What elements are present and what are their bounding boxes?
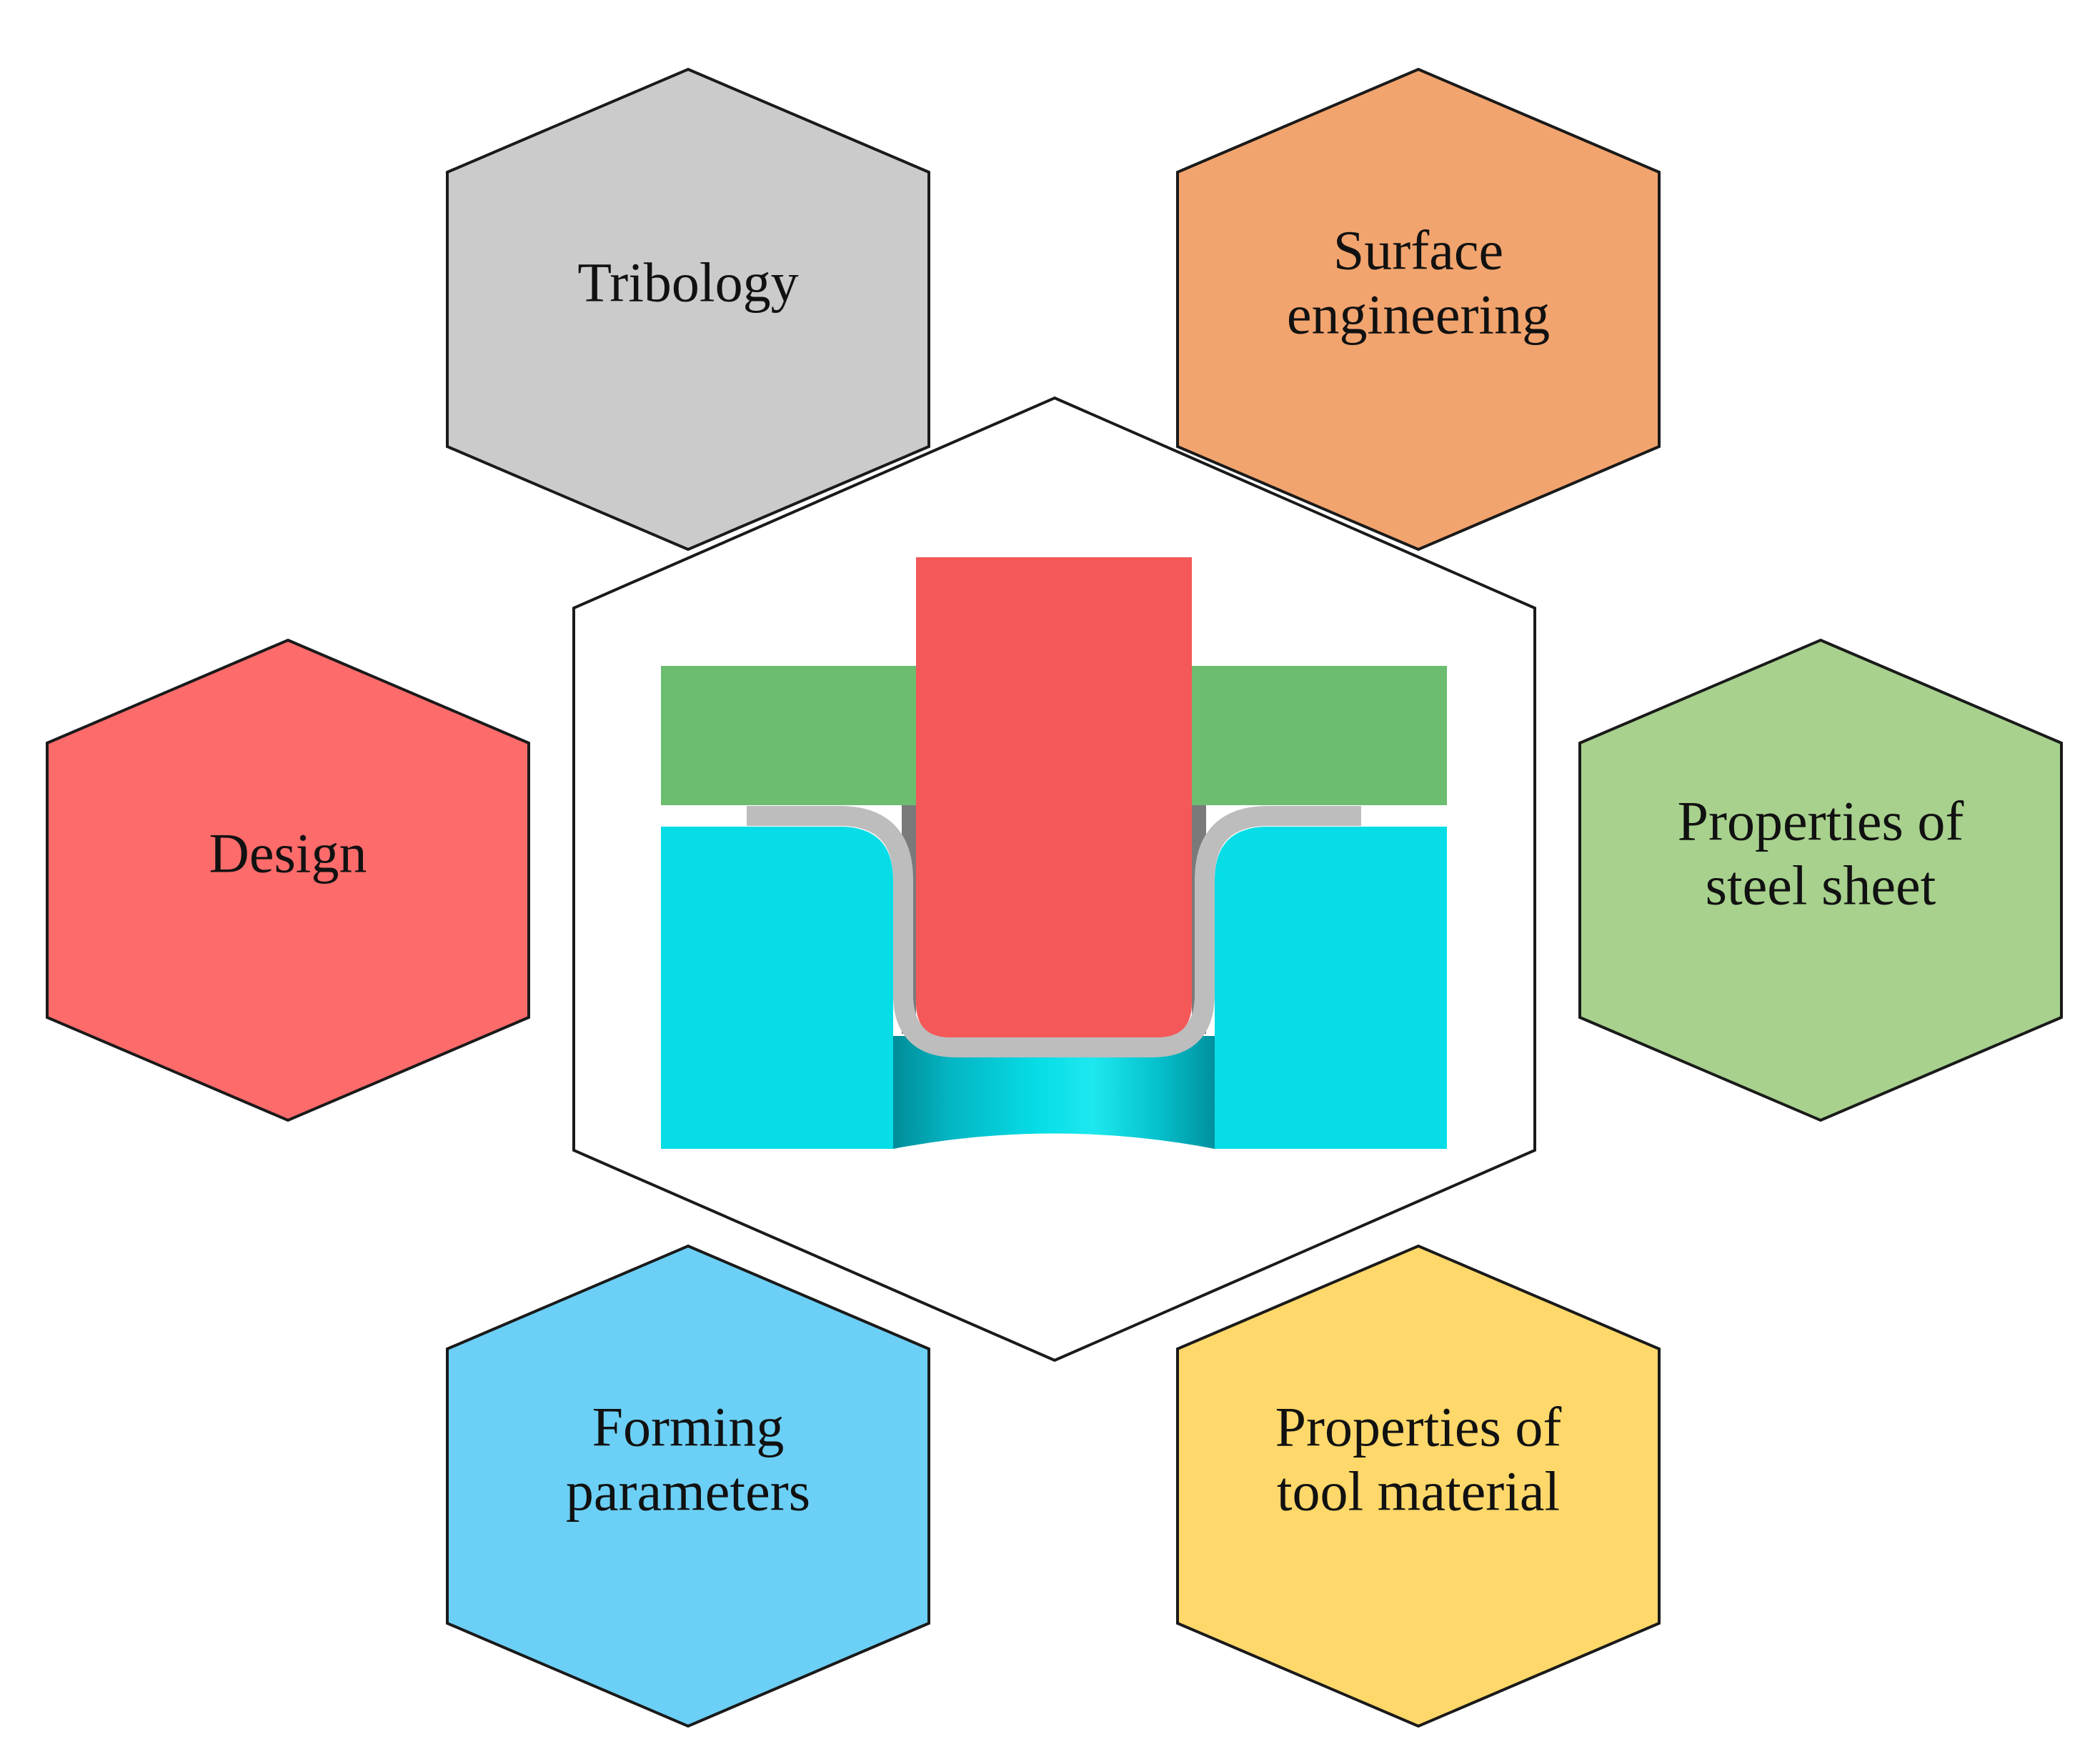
properties-of-tool-material-label-line-1: Properties of [1275,1396,1562,1458]
die-bore [893,1036,1215,1149]
properties-of-steel-sheet-label-line-2: steel sheet [1706,854,1936,917]
die-left [661,827,893,1149]
deep-drawing-illustration [661,557,1447,1149]
die-right [1215,827,1447,1149]
punch [916,557,1192,1037]
properties-of-steel-sheet-hex [1578,638,2063,1122]
properties-of-tool-material-hex [1176,1244,1661,1728]
factor-tribology: Tribology [446,67,930,552]
factor-hexagons: TribologySurfaceengineeringDesignPropert… [46,67,2063,1728]
forming-parameters-label-line-1: Forming [592,1396,785,1458]
design-label-line-1: Design [209,822,367,885]
surface-engineering-label-line-1: Surface [1333,219,1503,281]
tribology-label-line-1: Tribology [577,251,798,314]
properties-of-steel-sheet-label-line-1: Properties of [1678,790,1964,852]
surface-engineering-hex [1176,67,1661,552]
factor-design: Design [46,638,530,1122]
tribology-hex [446,67,930,552]
properties-of-tool-material-label-line-2: tool material [1277,1460,1560,1523]
forming-parameters-hex [446,1244,930,1728]
steel-sheet [747,806,1361,1057]
forming-parameters-label-line-2: parameters [566,1460,810,1523]
design-hex [46,638,530,1122]
surface-engineering-label-line-2: engineering [1287,284,1550,346]
blank-holder-left [661,666,918,805]
blank-holder-right [1190,666,1447,805]
